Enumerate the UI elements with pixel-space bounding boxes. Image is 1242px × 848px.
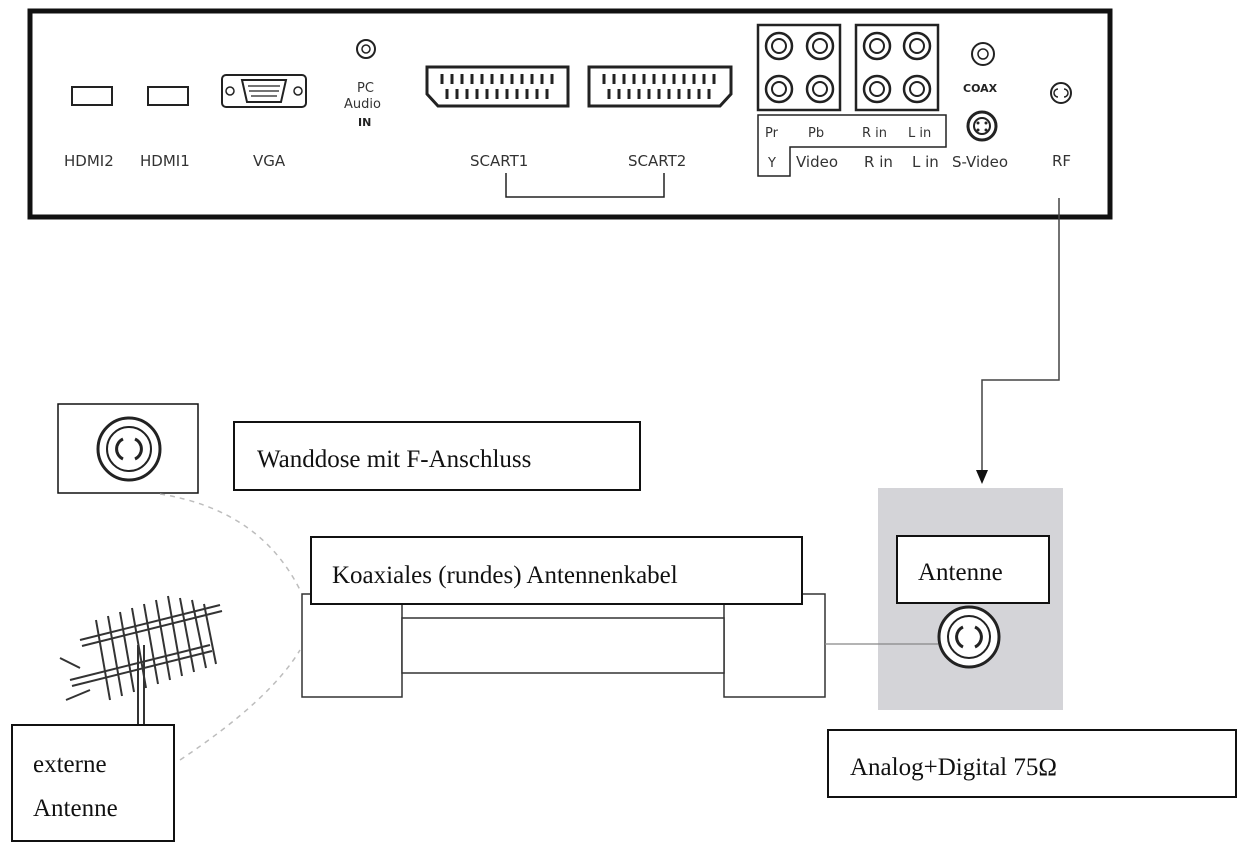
- yagi-antenna-icon: [59, 595, 223, 728]
- tv-rear-panel: [27, 8, 1113, 220]
- scart-port-icon: [587, 65, 733, 108]
- pc-audio-label-3: IN: [358, 116, 371, 129]
- r-in-bottom-label: R in: [864, 153, 893, 171]
- dotted-link-wall: [159, 493, 301, 591]
- external-antenna-label-box: [11, 724, 175, 842]
- rf-label: RF: [1052, 152, 1071, 170]
- s-video-label: S-Video: [952, 153, 1008, 171]
- f-connector-icon: [937, 605, 1001, 669]
- external-antenna-label-2: Antenne: [33, 795, 118, 822]
- wall-socket-label-box: [233, 421, 641, 491]
- f-connector-icon: [96, 416, 162, 482]
- scart-bracket: [505, 173, 665, 198]
- coax-cable-label-box: [310, 536, 803, 605]
- antenna-label-box: [896, 535, 1050, 604]
- pr-label: Pr: [765, 126, 779, 141]
- s-video-port-icon: [966, 110, 998, 142]
- coax-cable: [301, 593, 938, 698]
- scart2-label: SCART2: [628, 152, 686, 170]
- analog-digital-label: Analog+Digital 75Ω: [850, 754, 1057, 781]
- l-in-bottom-label: L in: [912, 153, 939, 171]
- video-label: Video: [796, 153, 838, 171]
- rf-connection-arrow: [976, 198, 1060, 484]
- rca-jack-icon: [854, 23, 940, 112]
- coax-jack-icon: [971, 42, 995, 66]
- rca-jack-icon: [756, 23, 842, 112]
- pc-audio-label-1: PC: [357, 81, 374, 96]
- component-label-box: [757, 114, 947, 177]
- hdmi1-label: HDMI1: [140, 152, 190, 170]
- scart1-label: SCART1: [470, 152, 528, 170]
- pc-audio-jack-icon: [356, 39, 376, 59]
- y-label: Y: [767, 156, 776, 171]
- antenna-label: Antenne: [918, 559, 1003, 586]
- pb-label: Pb: [808, 126, 824, 141]
- vga-label: VGA: [253, 152, 286, 170]
- wall-socket-label: Wanddose mit F-Anschluss: [257, 446, 531, 473]
- analog-digital-label-box: [827, 729, 1237, 798]
- hdmi2-label: HDMI2: [64, 152, 114, 170]
- pc-audio-label-2: Audio: [344, 97, 381, 112]
- external-antenna-label-1: externe: [33, 751, 107, 778]
- dotted-link-antenna: [179, 649, 301, 761]
- scart-port-icon: [425, 65, 570, 108]
- hdmi1-port: [147, 86, 189, 106]
- vga-port-icon: [221, 74, 307, 108]
- r-in-top-label: R in: [862, 126, 887, 141]
- hdmi2-port: [71, 86, 113, 106]
- coax-cable-label: Koaxiales (rundes) Antennenkabel: [332, 562, 678, 589]
- l-in-top-label: L in: [908, 126, 931, 141]
- rf-jack-icon: [1050, 82, 1072, 104]
- coax-label: COAX: [963, 82, 998, 95]
